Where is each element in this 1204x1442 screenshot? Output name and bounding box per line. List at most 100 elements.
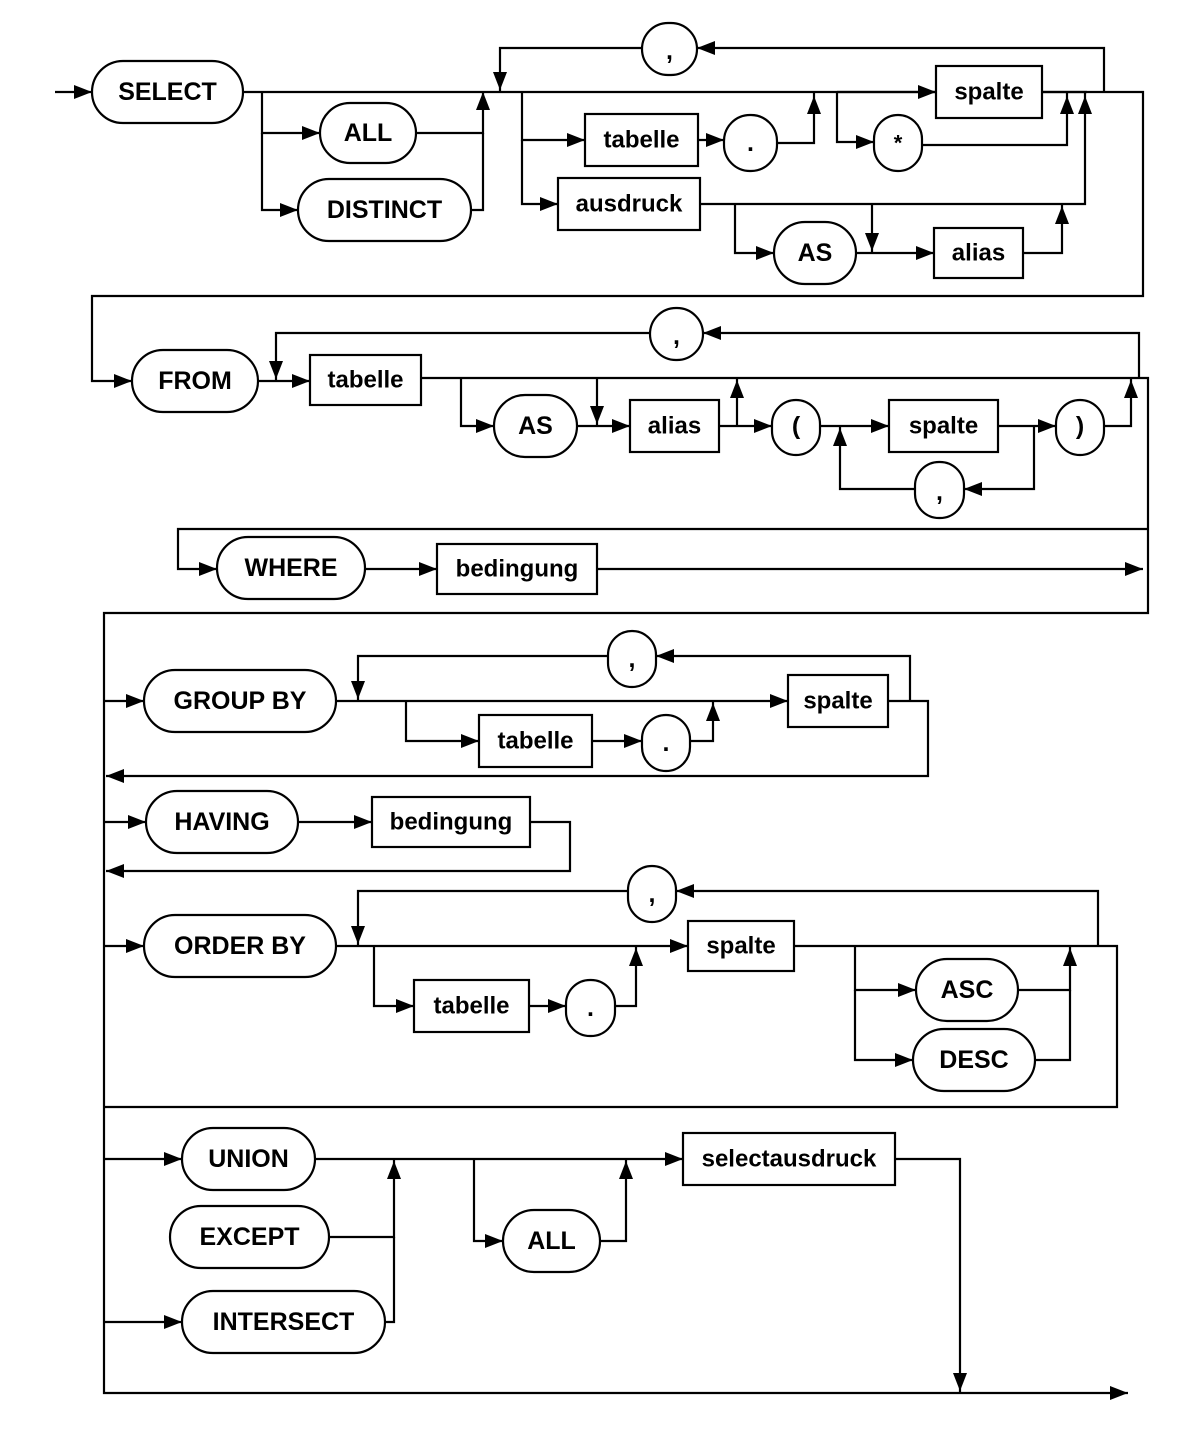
from-list-comma-node	[913, 460, 966, 520]
distinct-keyword: DISTINCT	[327, 196, 442, 224]
arrow-left	[106, 864, 124, 878]
arrow-right	[706, 133, 724, 147]
arrow-up	[1124, 380, 1138, 398]
selectausdruck: selectausdruck	[702, 1146, 877, 1173]
where-bedingung-node	[435, 542, 599, 596]
arrow-right	[280, 203, 298, 217]
arrow-right	[670, 939, 688, 953]
except-keyword-node	[168, 1204, 331, 1270]
select-spalte: spalte	[954, 79, 1023, 106]
select-keyword: SELECT	[118, 78, 217, 106]
arrow-right	[128, 815, 146, 829]
order-by-tabelle-node	[412, 978, 531, 1034]
arrow-left	[106, 769, 124, 783]
arrow-up	[387, 1161, 401, 1179]
arrow-up	[1060, 96, 1074, 114]
order-by-dot-node	[564, 978, 617, 1038]
where-keyword: WHERE	[244, 554, 337, 582]
from-keyword-node	[130, 348, 260, 414]
arrow-left	[964, 482, 982, 496]
arrow-up	[619, 1161, 633, 1179]
group-by-comma-node	[606, 629, 658, 689]
from-tabelle-node	[308, 353, 423, 407]
arrow-down	[953, 1373, 967, 1391]
from-clause: FROM , tabelle AS alias ( spalte ) ,	[130, 306, 1106, 520]
arrow-up	[807, 96, 821, 114]
group-by-keyword-node	[142, 668, 338, 734]
select-alias-node	[932, 226, 1025, 280]
group-by-tabelle: tabelle	[497, 728, 573, 755]
arrow-up	[833, 428, 847, 446]
arrow-right	[624, 734, 642, 748]
from-as-node	[492, 393, 579, 459]
arrow-up	[476, 92, 490, 110]
group-by-tabelle-node	[477, 713, 594, 769]
desc-keyword: DESC	[939, 1046, 1008, 1074]
arrow-right	[419, 562, 437, 576]
select-as: AS	[798, 239, 833, 267]
order-by-spalte-node	[686, 919, 796, 973]
having-clause: HAVING bedingung	[144, 789, 532, 855]
arrow-right	[665, 1152, 683, 1166]
select-list-comma: ,	[666, 37, 673, 65]
intersect-keyword: INTERSECT	[213, 1308, 355, 1336]
union-keyword-node	[180, 1126, 317, 1192]
arrow-right	[461, 734, 479, 748]
select-clause: SELECT ALL DISTINCT , tabelle . * spalte…	[90, 21, 1044, 286]
set-operations-clause: UNION EXCEPT INTERSECT ALL selectausdruc…	[168, 1126, 897, 1355]
select-as-node	[772, 220, 858, 286]
except-keyword: EXCEPT	[199, 1223, 299, 1251]
asc-keyword-node	[914, 957, 1020, 1023]
arrow-down	[590, 406, 604, 424]
arrow-up	[629, 948, 643, 966]
select-tabelle: tabelle	[603, 127, 679, 154]
group-by-comma: ,	[629, 645, 636, 673]
select-dot-node	[722, 113, 779, 173]
select-keyword-node	[90, 59, 245, 125]
arrow-right	[540, 197, 558, 211]
asc-keyword: ASC	[941, 976, 994, 1004]
arrow-right	[1125, 562, 1143, 576]
arrow-right	[548, 999, 566, 1013]
where-clause: WHERE bedingung	[215, 535, 599, 601]
distinct-keyword-node	[296, 177, 473, 243]
arrow-right	[476, 419, 494, 433]
having-bedingung-node	[370, 795, 532, 849]
order-by-dot: .	[587, 994, 594, 1022]
select-ausdruck-node	[556, 176, 702, 232]
arrow-right	[164, 1152, 182, 1166]
arrow-right	[916, 246, 934, 260]
arrow-left	[697, 41, 715, 55]
arrow-up	[1063, 948, 1077, 966]
group-by-spalte-node	[786, 673, 890, 729]
arrow-right	[126, 939, 144, 953]
arrow-right	[485, 1234, 503, 1248]
having-keyword-node	[144, 789, 300, 855]
from-alias: alias	[648, 413, 701, 440]
select-list-comma-node	[640, 21, 699, 77]
from-close-paren-node	[1054, 398, 1106, 457]
order-by-comma-node	[626, 864, 678, 924]
select-star: *	[894, 131, 903, 156]
from-spalte-node	[887, 398, 1000, 454]
select-alias: alias	[952, 240, 1005, 267]
arrow-right	[567, 133, 585, 147]
from-close-paren: )	[1076, 412, 1084, 440]
arrow-down	[351, 926, 365, 944]
arrow-right	[1038, 419, 1056, 433]
selectausdruck-node	[681, 1131, 897, 1187]
select-star-node	[872, 113, 924, 173]
from-open-paren: (	[792, 412, 801, 440]
order-by-spalte: spalte	[706, 933, 775, 960]
from-keyword: FROM	[158, 367, 232, 395]
from-comma-node	[648, 306, 705, 362]
arrow-right	[754, 419, 772, 433]
arrow-up	[1055, 206, 1069, 224]
arrowheads	[74, 41, 1143, 1400]
arrow-left	[656, 649, 674, 663]
from-as: AS	[518, 412, 553, 440]
order-by-clause: ORDER BY , tabelle . spalte ASC DESC	[142, 864, 1037, 1093]
where-keyword-node	[215, 535, 367, 601]
arrow-right	[898, 983, 916, 997]
